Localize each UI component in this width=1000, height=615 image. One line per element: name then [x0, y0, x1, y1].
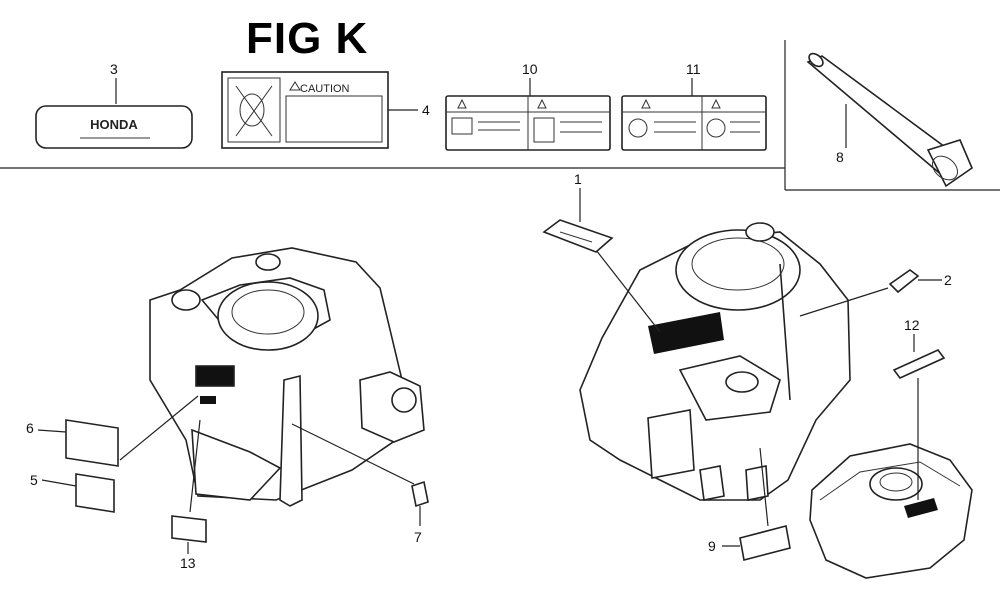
caution-decal: CAUTION: [221, 71, 418, 149]
tube-tool: [806, 52, 973, 188]
callout-9: 9: [708, 538, 716, 554]
caution-text: CAUTION: [300, 83, 350, 95]
warning-label-10: [445, 78, 611, 151]
decal-6: [37, 419, 119, 467]
callout-3: 3: [110, 61, 118, 77]
decal-2: [888, 269, 942, 294]
decal-12: [892, 334, 946, 379]
callout-7: 7: [414, 529, 422, 545]
callout-2: 2: [944, 272, 952, 288]
left-engine: [119, 247, 425, 513]
callout-8: 8: [836, 149, 844, 165]
fuel-tank: [809, 378, 973, 579]
decal-5: [41, 473, 115, 513]
callout-5: 5: [30, 472, 38, 488]
callout-11: 11: [686, 61, 701, 77]
callout-13: 13: [180, 555, 196, 571]
callout-4: 4: [422, 102, 430, 118]
cap-7: [411, 480, 429, 526]
decal-1: [542, 188, 614, 253]
callout-10: 10: [522, 61, 538, 77]
warning-label-11: [621, 78, 767, 151]
decal-13: [171, 515, 207, 554]
figure-title: FIG K: [246, 14, 369, 63]
decal-9: [722, 525, 791, 561]
callout-1: 1: [574, 171, 582, 187]
honda-decal-text: HONDA: [90, 117, 138, 132]
honda-decal: HONDA: [35, 78, 193, 149]
callout-6: 6: [26, 420, 34, 436]
callout-12: 12: [904, 317, 920, 333]
right-engine: [579, 222, 889, 527]
